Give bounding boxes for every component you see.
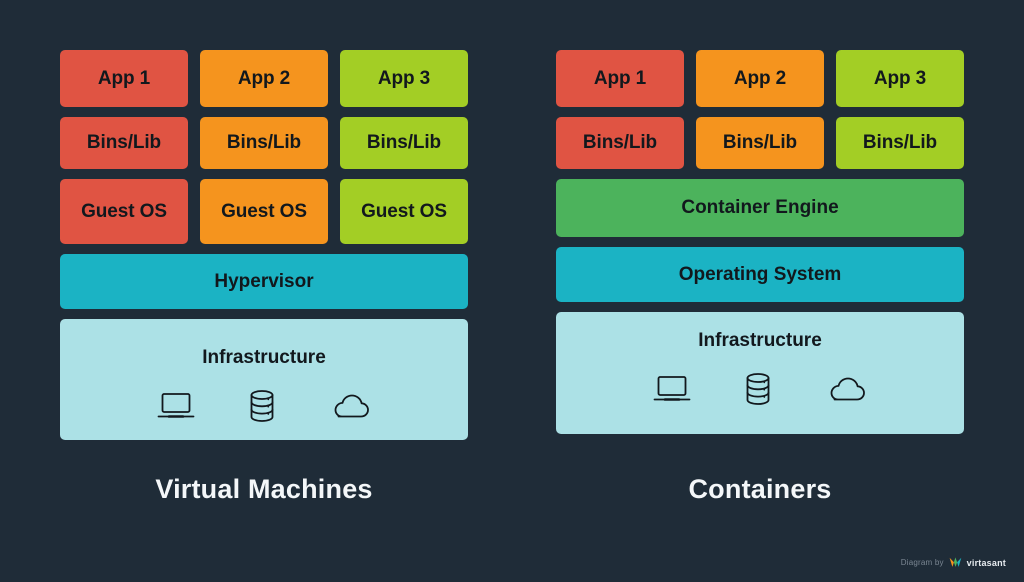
vm-app-row: App 1 App 2 App 3 <box>60 50 468 107</box>
database-icon <box>743 372 773 406</box>
vm-bins-2-box: Bins/Lib <box>200 117 328 169</box>
vm-infrastructure-icon-group <box>157 389 371 423</box>
container-bins-1-label: Bins/Lib <box>582 132 658 153</box>
virtual-machines-panel: App 1 App 2 App 3 Bins/Lib Bins/Lib Bins… <box>60 50 468 440</box>
container-bins-2-box: Bins/Lib <box>696 117 824 169</box>
container-bins-2-label: Bins/Lib <box>722 132 798 153</box>
operating-system-band: Operating System <box>556 247 964 302</box>
vm-bins-2-label: Bins/Lib <box>226 132 302 153</box>
container-bins-row: Bins/Lib Bins/Lib Bins/Lib <box>556 117 964 169</box>
vm-bins-row: Bins/Lib Bins/Lib Bins/Lib <box>60 117 468 169</box>
containers-caption: Containers <box>688 474 832 504</box>
container-app-2-label: App 2 <box>733 67 787 89</box>
hypervisor-label: Hypervisor <box>214 270 314 292</box>
virtual-machines-caption: Virtual Machines <box>155 474 373 504</box>
container-app-1-box: App 1 <box>556 50 684 107</box>
vm-bins-3-box: Bins/Lib <box>340 117 468 169</box>
vm-guest-os-3-label: Guest OS <box>361 200 447 222</box>
vm-guest-os-1-box: Guest OS <box>60 179 188 244</box>
container-app-2-box: App 2 <box>696 50 824 107</box>
watermark-brand: virtasant <box>966 557 1006 568</box>
vm-infrastructure-label: Infrastructure <box>202 347 326 368</box>
vm-guest-os-2-box: Guest OS <box>200 179 328 244</box>
vm-app-1-box: App 1 <box>60 50 188 107</box>
vm-app-2-label: App 2 <box>237 67 291 89</box>
vm-infrastructure-band: Infrastructure <box>60 319 468 440</box>
container-engine-label: Container Engine <box>681 197 839 218</box>
laptop-icon <box>653 374 691 404</box>
vm-bins-1-label: Bins/Lib <box>86 132 162 153</box>
laptop-icon <box>157 391 195 421</box>
vm-bins-3-label: Bins/Lib <box>366 132 442 153</box>
vm-guest-os-1-label: Guest OS <box>81 200 167 222</box>
container-engine-band: Container Engine <box>556 179 964 237</box>
vm-bins-1-box: Bins/Lib <box>60 117 188 169</box>
vm-app-3-box: App 3 <box>340 50 468 107</box>
virtasant-logo-icon <box>949 557 962 568</box>
database-icon <box>247 389 277 423</box>
vm-guest-os-row: Guest OS Guest OS Guest OS <box>60 179 468 244</box>
cloud-icon <box>329 392 371 420</box>
watermark-prefix: Diagram by <box>900 558 944 567</box>
container-bins-1-box: Bins/Lib <box>556 117 684 169</box>
operating-system-label: Operating System <box>678 263 842 285</box>
vm-app-3-label: App 3 <box>377 67 431 89</box>
container-infrastructure-icon-group <box>653 372 867 406</box>
container-infrastructure-band: Infrastructure <box>556 312 964 434</box>
watermark: Diagram by virtasant <box>901 557 1006 568</box>
vm-app-1-label: App 1 <box>97 67 151 89</box>
vm-app-2-box: App 2 <box>200 50 328 107</box>
container-app-1-label: App 1 <box>593 67 647 89</box>
container-app-row: App 1 App 2 App 3 <box>556 50 964 107</box>
containers-panel: App 1 App 2 App 3 Bins/Lib Bins/Lib Bins… <box>556 50 964 434</box>
hypervisor-band: Hypervisor <box>60 254 468 309</box>
vm-guest-os-3-box: Guest OS <box>340 179 468 244</box>
container-infrastructure-label: Infrastructure <box>698 330 822 351</box>
container-bins-3-label: Bins/Lib <box>862 132 938 153</box>
container-app-3-box: App 3 <box>836 50 964 107</box>
container-app-3-label: App 3 <box>873 67 927 89</box>
vm-guest-os-2-label: Guest OS <box>221 200 307 222</box>
container-bins-3-box: Bins/Lib <box>836 117 964 169</box>
cloud-icon <box>825 375 867 403</box>
